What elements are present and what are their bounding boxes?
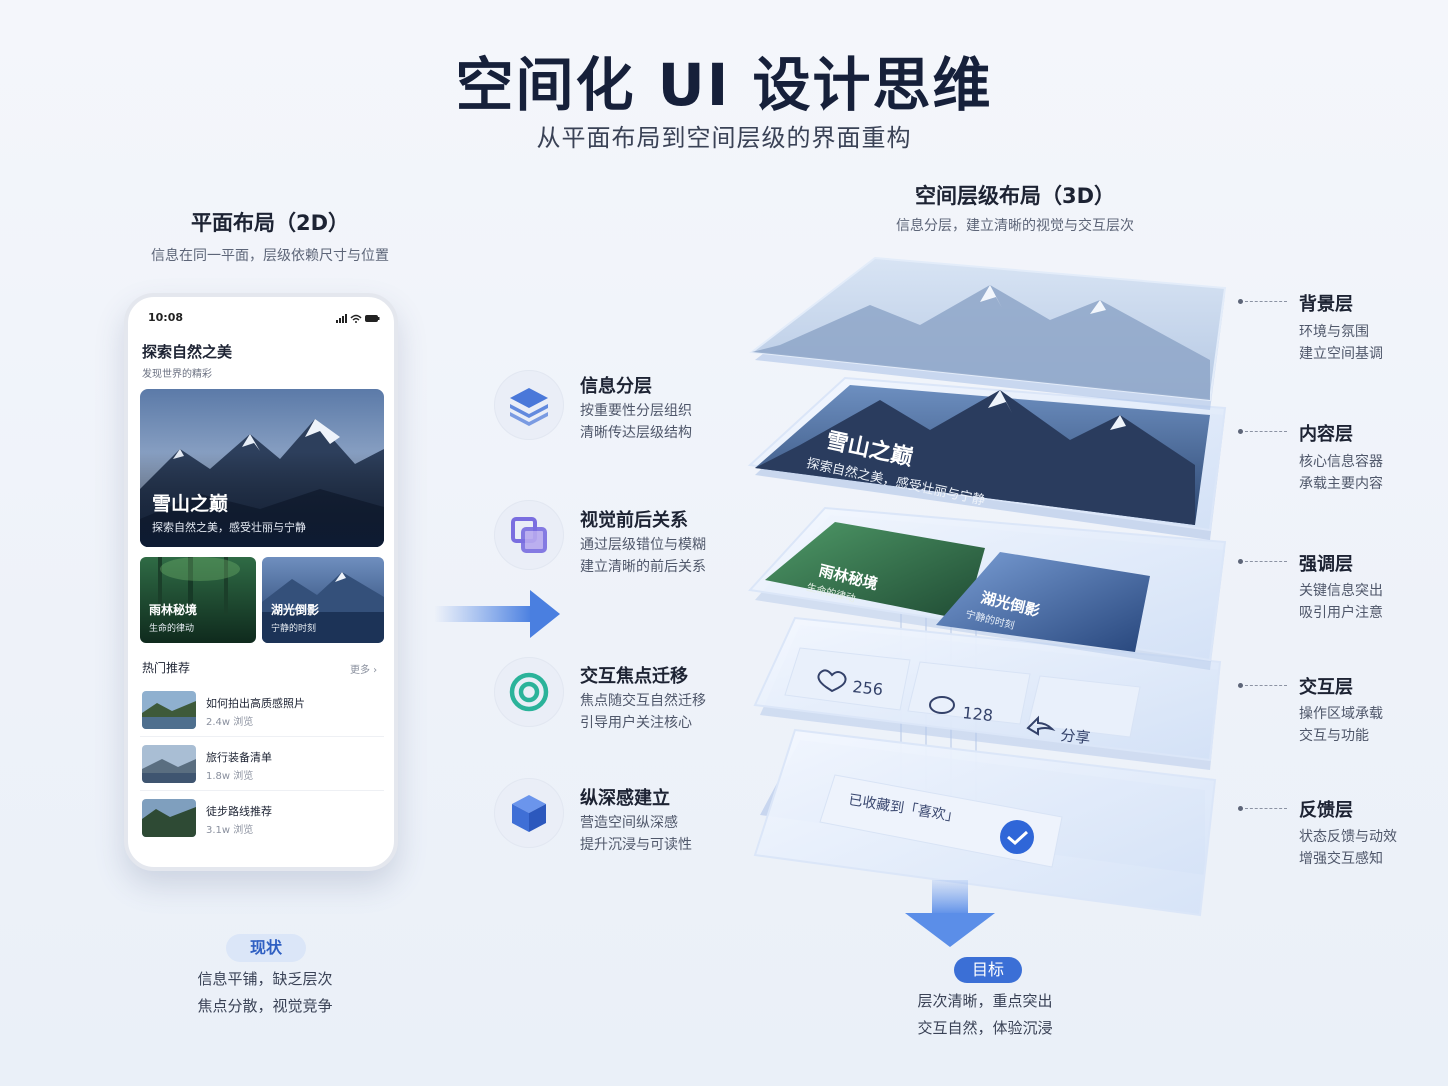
feature-title: 信息分层 (580, 376, 652, 397)
rainforest-image (140, 557, 256, 643)
status-badge-target: 目标 (954, 957, 1022, 983)
hero-subtitle: 探索自然之美，感受壮丽与宁静 (152, 521, 306, 534)
spatial-layout-subtitle: 信息分层，建立清晰的视觉与交互层次 (896, 218, 1134, 234)
list-thumbnail (142, 745, 196, 783)
flat-layout-subtitle: 信息在同一平面，层级依赖尺寸与位置 (151, 248, 389, 264)
feature-title: 交互焦点迁移 (580, 666, 688, 687)
background-layer (749, 256, 1227, 410)
label-connector (1245, 561, 1287, 562)
list-views: 3.1w 浏览 (206, 825, 254, 836)
list-views: 2.4w 浏览 (206, 717, 254, 728)
phone-subheading: 发现世界的精彩 (142, 369, 212, 380)
feature-desc: 引导用户关注核心 (580, 715, 692, 731)
heart-icon (817, 669, 847, 693)
more-link[interactable]: 更多 › (350, 665, 378, 676)
layer-label-desc: 建立空间基调 (1299, 346, 1383, 362)
check-icon (1000, 820, 1034, 854)
status-time: 10:08 (148, 311, 184, 324)
page-subtitle: 从平面布局到空间层级的界面重构 (536, 124, 912, 152)
label-dot (1238, 299, 1243, 304)
layer-label-desc: 增强交互感知 (1299, 851, 1383, 867)
feature-desc: 焦点随交互自然迁移 (580, 693, 706, 709)
current-caption-2: 焦点分散，视觉竞争 (197, 997, 333, 1015)
label-dot (1238, 683, 1243, 688)
feature-desc: 按重要性分层组织 (580, 403, 692, 419)
label-connector (1245, 685, 1287, 686)
spatial-layout-title: 空间层级布局（3D） (914, 184, 1116, 208)
comments-count: 128 (962, 703, 994, 725)
lake-subtitle: 宁静的时刻 (271, 624, 317, 634)
flat-layout-title: 平面布局（2D） (190, 211, 350, 235)
layer-label-title: 反馈层 (1299, 800, 1353, 821)
label-connector (1245, 301, 1287, 302)
list-title: 徒步路线推荐 (206, 805, 272, 818)
list-thumbnail (142, 799, 196, 837)
emphasis-layer: 雨林秘境 生命的律动 湖光倒影 宁静的时刻 (747, 506, 1227, 670)
layer-label-desc: 环境与氛围 (1299, 324, 1369, 340)
arrow-down-icon (905, 880, 995, 947)
list-item[interactable]: 如何拍出高质感照片 2.4w 浏览 (140, 685, 384, 737)
layer-label-desc: 关键信息突出 (1299, 583, 1383, 599)
label-connector (1245, 808, 1287, 809)
layer-stack-diagram: 已收藏到「喜欢」 256 128 分享 雨林秘境 生命的律动 湖光倒影 宁静的时… (747, 256, 1227, 947)
label-dot (1238, 806, 1243, 811)
share-label: 分享 (1060, 726, 1092, 747)
phone-mockup: 10:08 探索自然之美 发现世界的精彩 雪山之巅 探索自然之美，感受壮丽与宁静 (124, 293, 398, 871)
mountain-image (140, 389, 384, 547)
layers-icon (494, 370, 564, 440)
feature-title: 纵深感建立 (580, 788, 670, 809)
hero-title: 雪山之巅 (152, 493, 229, 515)
list-title: 如何拍出高质感照片 (206, 697, 305, 710)
current-caption-1: 信息平铺，缺乏层次 (197, 970, 333, 988)
list-thumbnail (142, 691, 196, 729)
feature-desc: 营造空间纵深感 (580, 815, 678, 831)
feature-desc: 提升沉浸与可读性 (580, 837, 692, 853)
content-layer: 雪山之巅 探索自然之美，感受壮丽与宁静 (747, 376, 1227, 540)
lake-image (262, 557, 384, 643)
rainforest-title: 雨林秘境 (149, 603, 198, 617)
lake-card[interactable]: 湖光倒影 宁静的时刻 (262, 557, 384, 643)
layer-label-title: 背景层 (1299, 294, 1353, 315)
hero-card[interactable]: 雪山之巅 探索自然之美，感受壮丽与宁静 (140, 389, 384, 547)
target-caption-2: 交互自然，体验沉浸 (917, 1019, 1053, 1037)
layer-label-title: 内容层 (1299, 424, 1353, 445)
feature-title: 视觉前后关系 (580, 510, 688, 531)
label-dot (1238, 559, 1243, 564)
feature-desc: 通过层级错位与模糊 (580, 537, 706, 553)
lake-title: 湖光倒影 (271, 603, 320, 617)
layer-label-desc: 承载主要内容 (1299, 476, 1383, 492)
page-title: 空间化 UI 设计思维 (455, 51, 993, 119)
layer-label-title: 交互层 (1299, 677, 1353, 698)
layer-label-desc: 吸引用户注意 (1299, 605, 1383, 621)
list-item[interactable]: 徒步路线推荐 3.1w 浏览 (140, 793, 384, 845)
overlap-squares-icon (494, 500, 564, 570)
rainforest-card[interactable]: 雨林秘境 生命的律动 (140, 557, 256, 643)
layer-label-desc: 状态反馈与动效 (1299, 829, 1397, 845)
layer-label-title: 强调层 (1299, 554, 1353, 575)
layer-label-desc: 交互与功能 (1299, 728, 1369, 744)
list-views: 1.8w 浏览 (206, 771, 254, 782)
feature-desc: 建立清晰的前后关系 (580, 559, 706, 575)
layer-label-desc: 操作区域承载 (1299, 706, 1383, 722)
feature-desc: 清晰传达层级结构 (580, 425, 692, 441)
list-item[interactable]: 旅行装备清单 1.8w 浏览 (140, 739, 384, 791)
label-connector (1245, 431, 1287, 432)
arrow-right-icon (434, 590, 560, 638)
status-icons (336, 314, 380, 323)
target-ring-icon (494, 657, 564, 727)
interaction-layer: 256 128 分享 (753, 616, 1222, 770)
share-icon (1026, 715, 1056, 736)
comment-icon (929, 696, 955, 714)
rainforest-subtitle: 生命的律动 (149, 624, 195, 634)
phone-heading: 探索自然之美 (142, 343, 233, 361)
cube-icon (494, 778, 564, 848)
list-title: 旅行装备清单 (206, 751, 272, 764)
likes-count: 256 (852, 677, 884, 699)
label-dot (1238, 429, 1243, 434)
status-badge-current: 现状 (226, 934, 306, 962)
hot-section-title: 热门推荐 (142, 661, 191, 675)
layer-label-desc: 核心信息容器 (1299, 454, 1383, 470)
target-caption-1: 层次清晰，重点突出 (917, 992, 1053, 1010)
feedback-layer: 已收藏到「喜欢」 (753, 728, 1217, 917)
